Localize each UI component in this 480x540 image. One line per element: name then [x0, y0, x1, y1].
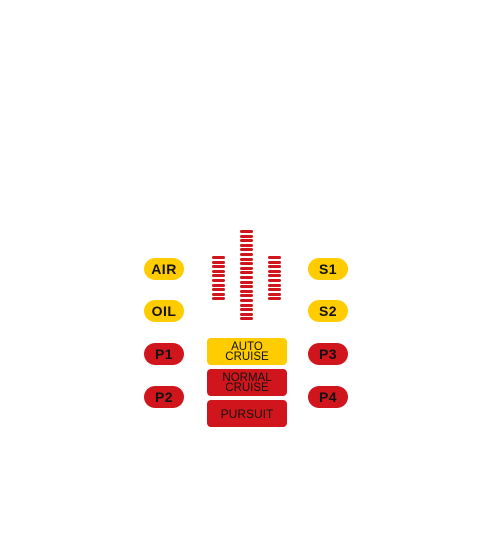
pursuit-button[interactable]: PURSUIT	[207, 400, 287, 427]
p4-button[interactable]: P4	[308, 386, 348, 408]
scanner-bar	[240, 248, 253, 252]
p1-label: P1	[154, 346, 174, 362]
scanner-bar	[240, 243, 253, 247]
scanner-bar	[240, 312, 253, 316]
oil-label: OIL	[151, 303, 177, 319]
scanner-bar	[240, 280, 253, 284]
scanner-bar	[240, 308, 253, 312]
scanner-bar	[212, 274, 225, 278]
auto-cruise-line1: AUTO	[231, 340, 263, 353]
normal-cruise-line2: CRUISE	[225, 381, 269, 394]
scanner-bar	[240, 230, 253, 233]
p4-label: P4	[318, 389, 338, 405]
p2-label: P2	[154, 389, 174, 405]
scanner-bar	[212, 283, 225, 287]
scanner-bar	[212, 265, 225, 269]
scanner-bar	[240, 234, 253, 238]
scanner-bar	[240, 289, 253, 293]
auto-cruise-line2: CRUISE	[225, 350, 269, 363]
scanner-bar	[240, 266, 253, 270]
auto-cruise-button[interactable]: AUTO CRUISE	[207, 338, 287, 365]
scanner-bar	[240, 317, 253, 321]
scanner-bar	[268, 297, 281, 301]
scanner-bar	[268, 274, 281, 278]
scanner-bar	[212, 292, 225, 296]
scanner-bar	[240, 285, 253, 289]
scanner-bar	[240, 299, 253, 302]
scanner-bar	[268, 279, 281, 282]
scanner-bar	[268, 269, 281, 273]
p1-button[interactable]: P1	[144, 343, 184, 365]
scanner-bar	[240, 257, 253, 261]
scanner-bar	[268, 292, 281, 296]
scanner-bar	[268, 265, 281, 269]
p3-label: P3	[318, 346, 338, 362]
scanner-bar	[240, 303, 253, 307]
scanner-bar	[240, 262, 253, 266]
normal-cruise-line1: NORMAL	[222, 371, 272, 384]
scanner-bar	[240, 253, 253, 256]
scanner-bar	[212, 279, 225, 282]
oil-button[interactable]: OIL	[144, 300, 184, 322]
p2-button[interactable]: P2	[144, 386, 184, 408]
scanner-bar	[212, 288, 225, 292]
normal-cruise-button[interactable]: NORMAL CRUISE	[207, 369, 287, 396]
scanner-bar	[212, 260, 225, 264]
scanner-bar	[240, 271, 253, 275]
scanner-bar	[268, 283, 281, 287]
scanner-bar	[268, 288, 281, 292]
p3-button[interactable]: P3	[308, 343, 348, 365]
air-label: AIR	[151, 261, 177, 277]
scanner-bar	[240, 294, 253, 298]
s2-label: S2	[318, 303, 338, 319]
scanner-bar	[212, 256, 225, 259]
pursuit-label: PURSUIT	[220, 406, 274, 421]
scanner-bar	[268, 256, 281, 259]
scanner-bar	[212, 269, 225, 273]
s1-button[interactable]: S1	[308, 258, 348, 280]
scanner-bar	[212, 297, 225, 301]
scanner-bar	[240, 239, 253, 243]
scanner-bar	[240, 276, 253, 279]
scanner-bar	[268, 260, 281, 264]
s1-label: S1	[318, 261, 338, 277]
s2-button[interactable]: S2	[308, 300, 348, 322]
air-button[interactable]: AIR	[144, 258, 184, 280]
